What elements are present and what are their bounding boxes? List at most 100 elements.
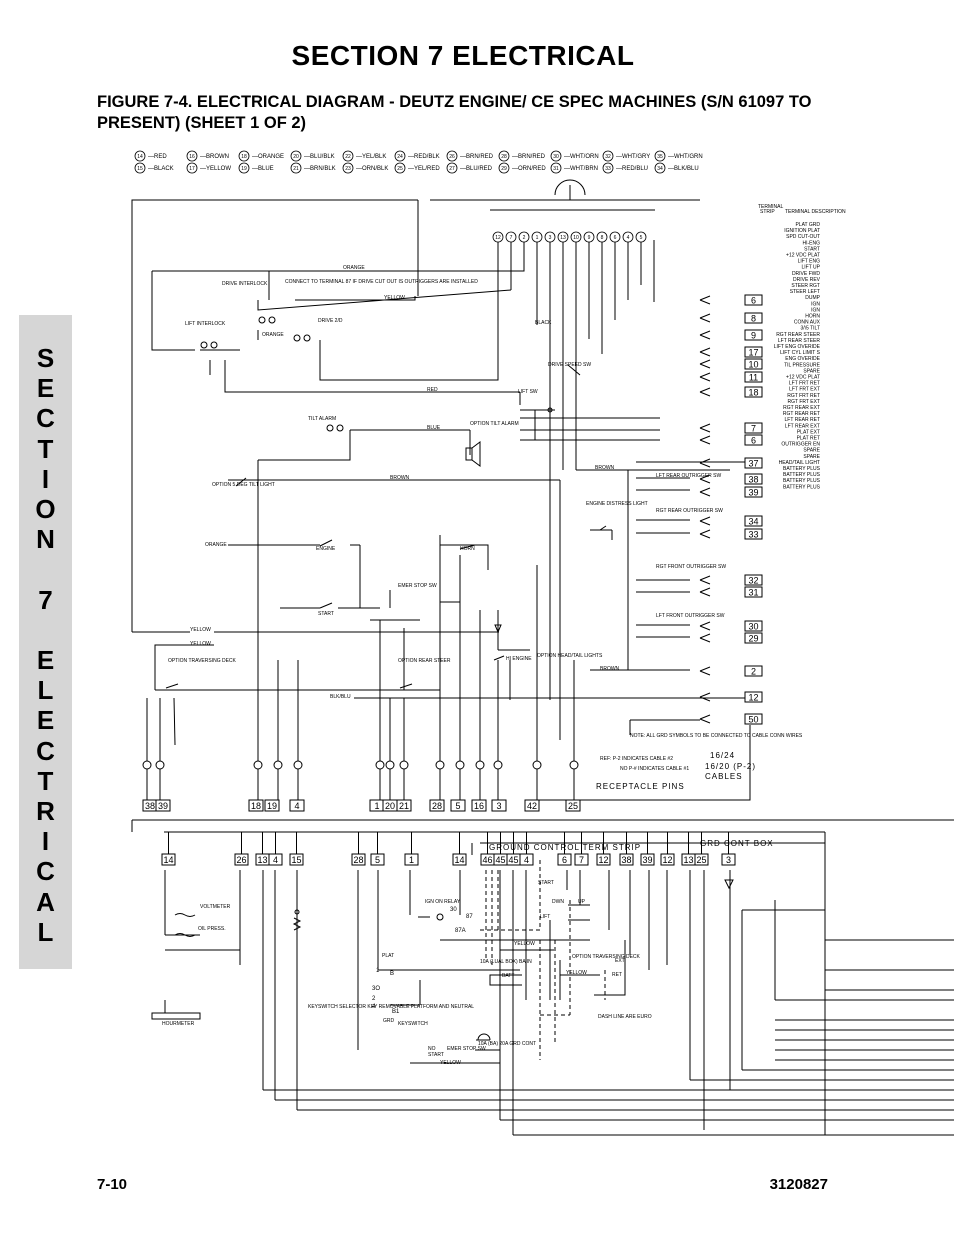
pin-arrow (699, 633, 711, 643)
cable-connector-symbol (273, 760, 283, 770)
drive-connector-pin-label: 10 (573, 235, 579, 241)
legend-color-label: —ORANGE (252, 154, 284, 160)
legend-wire-number (186, 162, 198, 174)
legend-color-label: —BRN/RED (460, 154, 494, 160)
terminal-description: DUMP (805, 295, 820, 301)
svg-text:NO P-# INDICATES CABLE #1: NO P-# INDICATES CABLE #1 (620, 766, 689, 772)
legend-wire-number (602, 150, 614, 162)
right-pin-box (744, 346, 763, 358)
right-pin-box (744, 665, 763, 677)
legend-number-label: 24 (397, 154, 403, 160)
terminal-description: IGN (811, 307, 820, 313)
terminal-description: DRIVE REV (793, 277, 821, 283)
receptacle-pin-box (524, 799, 540, 812)
svg-text:ENGINE: ENGINE (316, 546, 336, 552)
drive-connector-pin-label: 2 (523, 235, 526, 241)
receptacle-pin-box (155, 799, 171, 812)
receptacle-pin-label: 1 (374, 801, 379, 811)
svg-text:YELLOW: YELLOW (190, 641, 211, 647)
right-pin-label: 33 (748, 530, 758, 540)
svg-text:BROWN: BROWN (600, 666, 620, 672)
side-tab-letter: I (41, 826, 50, 857)
right-pin-label: 6 (751, 436, 756, 446)
svg-text:TILT ALARM: TILT ALARM (308, 416, 336, 422)
svg-text:BATT: BATT (502, 973, 514, 979)
pin-arrow (699, 347, 711, 357)
drive-connector-pin (557, 231, 569, 243)
terminal-description: START (804, 246, 820, 252)
drive-connector-pin (570, 231, 582, 243)
right-pin-box (744, 574, 763, 586)
legend-color-label: —WHT/ORN (564, 154, 599, 160)
drive-connector-pin-label: 3 (549, 235, 552, 241)
side-tab-letter: T (37, 433, 54, 464)
cable-connector-symbol (385, 760, 395, 770)
legend-color-label: —BLK/BLU (668, 166, 699, 172)
legend-wire-number (654, 150, 666, 162)
terminal-description: +12 VDC PLAT (786, 375, 820, 381)
right-pin-box (744, 691, 763, 703)
terminal-description: PLAT RET (797, 436, 820, 442)
terminal-description: LIFT UP (801, 265, 820, 271)
svg-text:3O: 3O (372, 986, 380, 992)
drive-connector-pin (609, 231, 621, 243)
svg-text:BLACK: BLACK (535, 320, 552, 326)
ground-term-label: 26 (236, 855, 246, 865)
receptacle-pin-label: 18 (251, 801, 261, 811)
drive-connector-pin-label: 7 (510, 235, 513, 241)
legend-number-label: 19 (241, 166, 247, 172)
svg-text:HI ENGINE: HI ENGINE (506, 656, 532, 662)
terminal-description: STEER RGT (791, 283, 820, 289)
drive-connector-pin-label: 5 (640, 235, 643, 241)
legend-color-label: —BROWN (200, 154, 229, 160)
svg-text:ORANGE: ORANGE (262, 332, 284, 338)
legend-number-label: 14 (137, 154, 143, 160)
ground-term-label: 45 (508, 855, 518, 865)
svg-text:TERMINAL DESCRIPTION: TERMINAL DESCRIPTION (785, 209, 846, 215)
ground-term-label: 12 (662, 855, 672, 865)
pin-arrow (699, 359, 711, 369)
receptacle-pin-box (289, 799, 305, 812)
svg-text:YELLOW: YELLOW (566, 970, 587, 976)
drive-connector-pin-label: 1 (536, 235, 539, 241)
svg-text:EMER STOP SW: EMER STOP SW (447, 1046, 486, 1052)
terminal-description: PLAT GRD (795, 222, 820, 228)
svg-text:YELLOW: YELLOW (384, 295, 405, 301)
ground-term-label: 1 (409, 855, 414, 865)
cable-connector-symbol (493, 760, 503, 770)
drive-connector-pin-label: 8 (601, 235, 604, 241)
legend-color-label: —ORN/RED (512, 166, 546, 172)
legend-color-label: —WHT/GRN (668, 154, 703, 160)
legend-color-label: —YEL/BLK (356, 154, 386, 160)
legend-color-label: —RED/BLK (408, 154, 440, 160)
svg-text:LIFT INTERLOCK: LIFT INTERLOCK (185, 321, 226, 327)
svg-text:KEYSWITCH SELECTOR KEY REMOVAB: KEYSWITCH SELECTOR KEY REMOVABLE PLATFOR… (308, 1004, 474, 1010)
ground-term-label: 6 (562, 855, 567, 865)
svg-text:EXT: EXT (615, 958, 625, 964)
svg-text:DWN: DWN (552, 899, 564, 905)
ground-term-label: 45 (495, 855, 505, 865)
receptacle-pin-label: 28 (432, 801, 442, 811)
right-pin-label: 50 (748, 715, 758, 725)
pin-arrow (699, 458, 711, 468)
svg-text:ENGINE DISTRESS LIGHT: ENGINE DISTRESS LIGHT (586, 501, 648, 507)
drive-connector-pin (544, 231, 556, 243)
side-tab-letter: I (41, 463, 50, 494)
legend-number-label: 16 (189, 154, 195, 160)
drive-connector-pin-label: 9 (588, 235, 591, 241)
receptacle-pin-label: 16 (474, 801, 484, 811)
terminal-description: LIFT CYL LIMIT S (780, 350, 821, 356)
right-pin-box (744, 515, 763, 527)
terminal-description: LFT REAR RET (785, 417, 820, 423)
svg-text:BROWN: BROWN (595, 465, 615, 471)
pin-arrow (699, 714, 711, 724)
legend-number-label: 15 (137, 166, 143, 172)
side-tab-letter: S (36, 343, 55, 373)
receptacle-pin-label: 20 (385, 801, 395, 811)
receptacle-pin-label: 25 (568, 801, 578, 811)
legend-color-label: —WHT/BRN (564, 166, 598, 172)
svg-text:2: 2 (372, 996, 376, 1002)
receptacle-pin-label: 19 (267, 801, 277, 811)
drive-connector-pin (622, 231, 634, 243)
legend-wire-number (394, 150, 406, 162)
